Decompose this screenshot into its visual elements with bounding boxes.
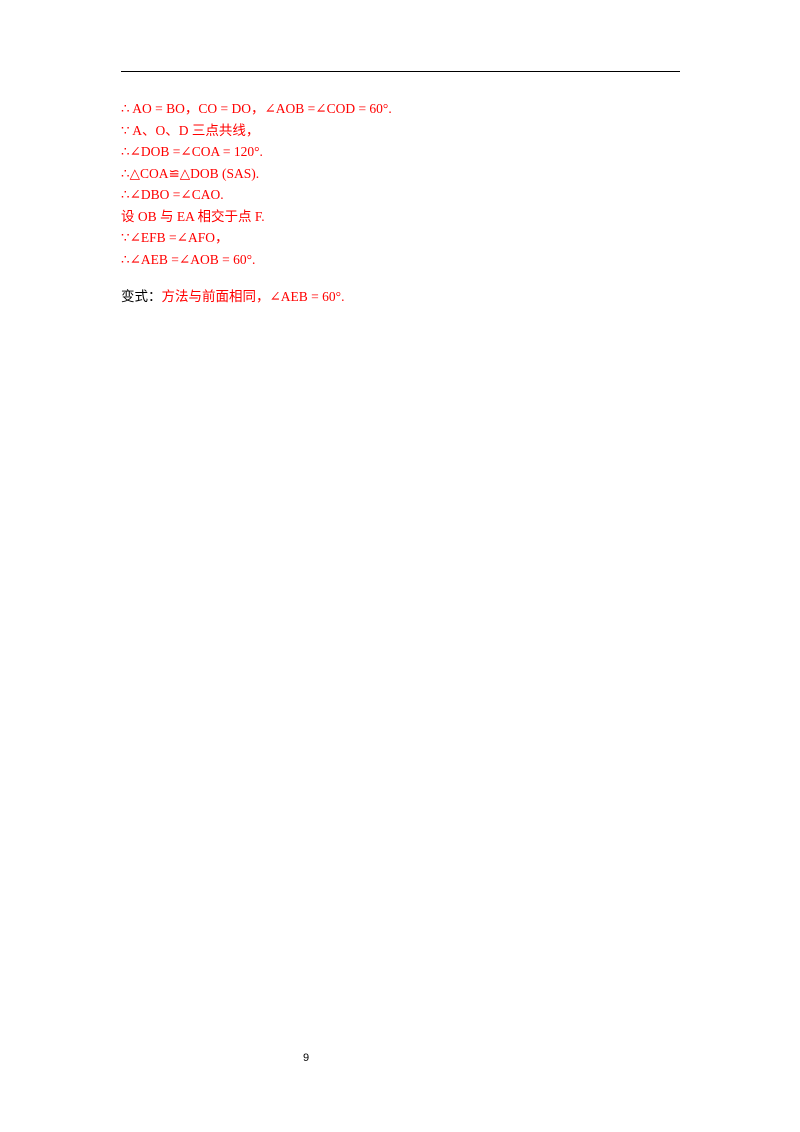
proof-line: ∵ A、O、D 三点共线， [121,122,260,138]
proof-line: ∴ AO = BO，CO = DO，∠AOB =∠COD = 60°. [121,101,392,116]
variant-label: 变式： [121,289,162,304]
document-body: ∴ AO = BO，CO = DO，∠AOB =∠COD = 60°. ∵ A、… [121,98,681,308]
proof-line: ∴∠DOB =∠COA = 120°. [121,144,263,159]
proof-line: ∴∠AEB =∠AOB = 60°. [121,251,256,267]
variant-line: 变式：方法与前面相同，∠AEB = 60°. [121,286,681,308]
proof-line: 设 OB 与 EA 相交于点 F. [121,208,265,224]
header-rule [121,71,680,72]
variant-text: 方法与前面相同，∠AEB = 60°. [161,289,345,304]
page-number: 9 [302,1052,310,1064]
paragraph-gap [121,270,681,286]
proof-line: ∴△COA≌△DOB (SAS). [121,165,260,181]
proof-line: ∴∠DBO =∠CAO. [121,187,224,202]
proof-line: ∵∠EFB =∠AFO， [121,230,229,245]
